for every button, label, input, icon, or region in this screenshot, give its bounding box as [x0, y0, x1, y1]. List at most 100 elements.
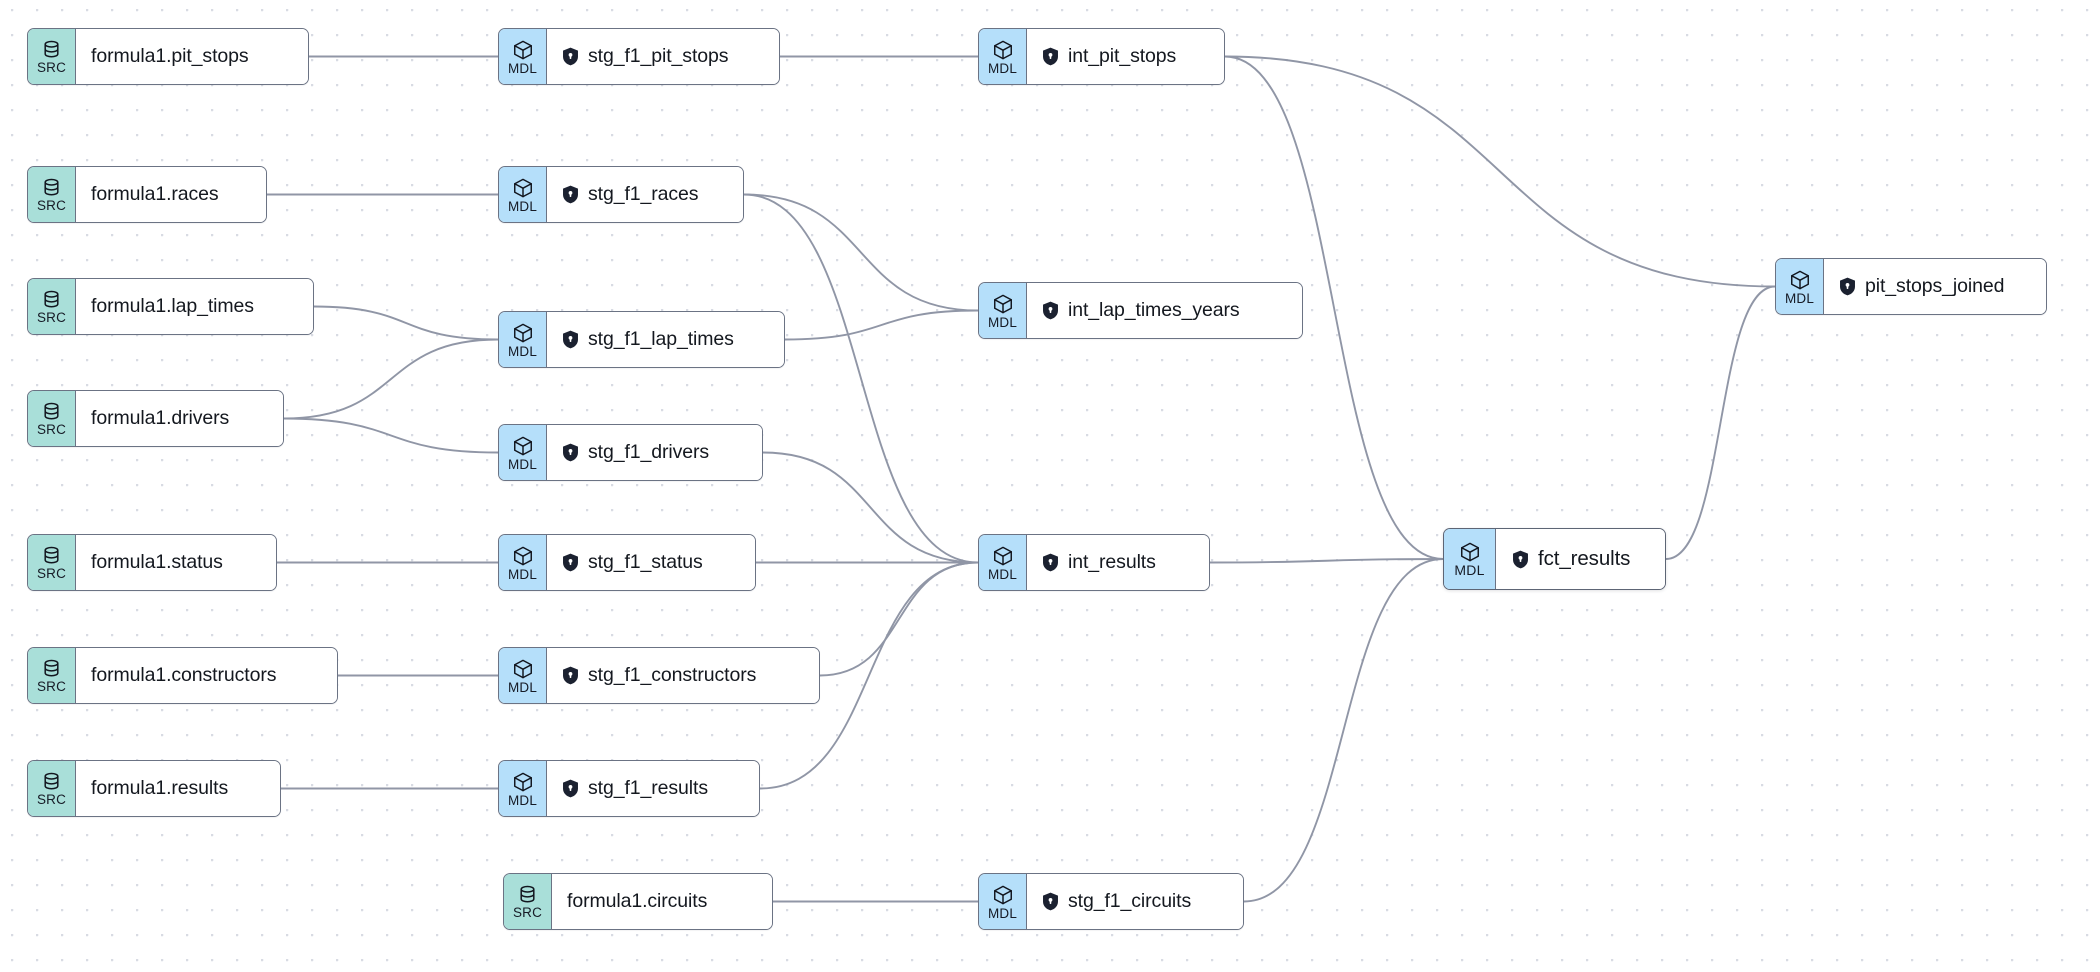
node-kind-label: MDL [987, 314, 1018, 330]
node-stg_constructors[interactable]: MDL stg_f1_constructors [498, 647, 820, 704]
node-body: formula1.status [76, 535, 276, 590]
edge-stg_circuits-to-fct_results [1243, 558, 1444, 903]
node-label: formula1.status [91, 551, 223, 573]
node-src_circuits[interactable]: SRC formula1.circuits [503, 873, 773, 930]
node-kind-badge: SRC [28, 29, 76, 84]
node-label: stg_f1_pit_stops [588, 45, 729, 67]
node-body: formula1.pit_stops [76, 29, 308, 84]
node-src_drivers[interactable]: SRC formula1.drivers [27, 390, 284, 447]
shield-icon [562, 779, 579, 798]
node-int_pit_stops[interactable]: MDL int_pit_stops [978, 28, 1225, 85]
node-label: stg_f1_races [588, 183, 699, 205]
node-label: stg_f1_results [588, 777, 708, 799]
cube-icon [992, 545, 1014, 567]
node-kind-badge: MDL [499, 425, 547, 480]
node-stg_lap_times[interactable]: MDL stg_f1_lap_times [498, 311, 785, 368]
database-icon [517, 884, 538, 905]
node-label: int_lap_times_years [1068, 299, 1240, 321]
database-icon [41, 401, 62, 422]
node-kind-label: SRC [36, 422, 67, 437]
node-body: formula1.circuits [552, 874, 772, 929]
node-kind-label: MDL [507, 566, 538, 582]
node-kind-label: MDL [987, 60, 1018, 76]
node-label: formula1.drivers [91, 407, 230, 429]
edge-stg_lap_times-to-int_lap_times_years [784, 309, 979, 341]
node-kind-badge: MDL [1776, 259, 1824, 314]
node-label: stg_f1_drivers [588, 441, 710, 463]
node-int_lap_times_years[interactable]: MDL int_lap_times_years [978, 282, 1303, 339]
node-kind-badge: SRC [28, 535, 76, 590]
shield-icon [562, 443, 579, 462]
cube-icon [992, 884, 1014, 906]
shield-icon [1512, 550, 1529, 569]
node-kind-label: MDL [507, 679, 538, 695]
node-label: stg_f1_constructors [588, 664, 757, 686]
node-kind-label: MDL [987, 566, 1018, 582]
node-fct_results[interactable]: MDL fct_results [1443, 528, 1666, 590]
node-label: formula1.results [91, 777, 229, 799]
node-stg_drivers[interactable]: MDL stg_f1_drivers [498, 424, 763, 481]
node-label: int_results [1068, 551, 1156, 573]
node-kind-label: SRC [36, 566, 67, 581]
node-kind-label: MDL [1454, 562, 1485, 578]
node-kind-badge: SRC [28, 648, 76, 703]
node-body: stg_f1_circuits [1027, 874, 1243, 929]
cube-icon [1459, 541, 1481, 563]
edge-int_pit_stops-to-pit_stops_joined [1224, 55, 1776, 288]
node-label: formula1.circuits [567, 890, 708, 912]
node-kind-badge: SRC [28, 279, 76, 334]
node-body: int_pit_stops [1027, 29, 1224, 84]
node-stg_pit_stops[interactable]: MDL stg_f1_pit_stops [498, 28, 780, 85]
node-body: stg_f1_lap_times [547, 312, 784, 367]
cube-icon [512, 771, 534, 793]
node-src_results[interactable]: SRC formula1.results [27, 760, 281, 817]
database-icon [41, 545, 62, 566]
node-stg_results[interactable]: MDL stg_f1_results [498, 760, 760, 817]
node-kind-badge: SRC [28, 761, 76, 816]
node-body: formula1.constructors [76, 648, 337, 703]
node-stg_races[interactable]: MDL stg_f1_races [498, 166, 744, 223]
edge-stg_races-to-int_lap_times_years [743, 193, 979, 312]
node-body: formula1.lap_times [76, 279, 313, 334]
node-kind-badge: MDL [499, 535, 547, 590]
node-kind-label: MDL [507, 792, 538, 808]
node-kind-badge: MDL [499, 761, 547, 816]
edge-src_drivers-to-stg_drivers [283, 417, 499, 454]
node-int_results[interactable]: MDL int_results [978, 534, 1210, 591]
database-icon [41, 771, 62, 792]
node-stg_circuits[interactable]: MDL stg_f1_circuits [978, 873, 1244, 930]
node-body: stg_f1_drivers [547, 425, 762, 480]
node-kind-label: MDL [507, 198, 538, 214]
node-kind-label: SRC [36, 310, 67, 325]
node-body: int_results [1027, 535, 1209, 590]
node-label: formula1.lap_times [91, 295, 254, 317]
cube-icon [512, 177, 534, 199]
node-kind-badge: MDL [499, 648, 547, 703]
node-label: fct_results [1538, 547, 1631, 570]
shield-icon [562, 553, 579, 572]
cube-icon [512, 322, 534, 344]
node-src_status[interactable]: SRC formula1.status [27, 534, 277, 591]
edge-src_lap_times-to-stg_lap_times [313, 305, 499, 341]
node-label: stg_f1_circuits [1068, 890, 1192, 912]
node-kind-badge: MDL [979, 874, 1027, 929]
node-src_lap_times[interactable]: SRC formula1.lap_times [27, 278, 314, 335]
node-body: stg_f1_results [547, 761, 759, 816]
node-pit_stops_joined[interactable]: MDL pit_stops_joined [1775, 258, 2047, 315]
node-kind-label: MDL [987, 905, 1018, 921]
cube-icon [512, 39, 534, 61]
node-kind-label: MDL [507, 343, 538, 359]
cube-icon [512, 545, 534, 567]
node-body: formula1.drivers [76, 391, 283, 446]
shield-icon [1042, 553, 1059, 572]
shield-icon [1042, 47, 1059, 66]
node-stg_status[interactable]: MDL stg_f1_status [498, 534, 756, 591]
node-kind-badge: SRC [504, 874, 552, 929]
node-kind-label: MDL [507, 60, 538, 76]
node-kind-badge: MDL [1444, 529, 1496, 589]
node-kind-label: MDL [1784, 290, 1815, 306]
